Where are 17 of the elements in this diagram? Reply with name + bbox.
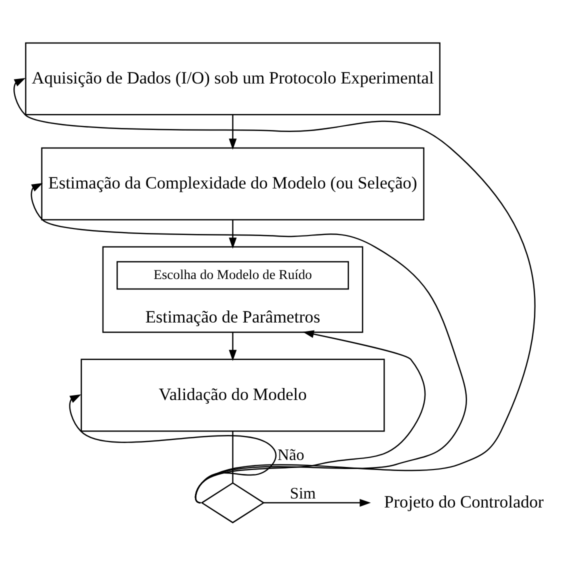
arrow	[228, 114, 237, 150]
arrow	[69, 394, 277, 504]
edge-label: Não	[277, 447, 304, 464]
node-text: Projeto do Controlador	[384, 492, 544, 512]
arrow	[194, 330, 426, 504]
arrow	[31, 183, 467, 504]
node-box: Validação do Modelo	[80, 358, 385, 432]
arrow	[264, 498, 371, 507]
node-box: Estimação da Complexidade do Modelo (ou Seleção)	[41, 147, 424, 220]
arrow	[228, 332, 237, 362]
edge-label: Sim	[290, 485, 316, 502]
connector	[232, 431, 234, 483]
node-box: Aquisição de Dados (I/O) sob um Protocolo Experimental	[25, 42, 440, 116]
node-box: Escolha do Modelo de Ruído	[116, 261, 349, 290]
arrow	[228, 220, 237, 249]
node-diamond	[200, 482, 265, 524]
arrow	[14, 78, 536, 504]
